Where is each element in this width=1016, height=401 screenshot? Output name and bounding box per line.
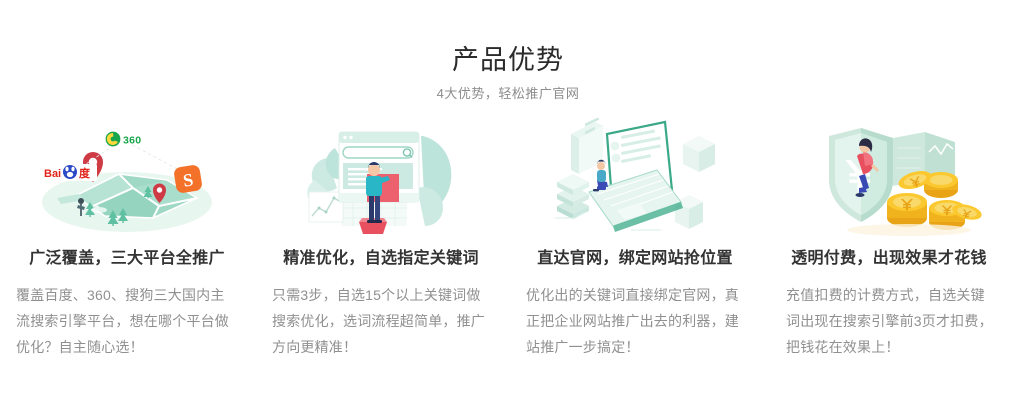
page-title: 产品优势 <box>452 45 564 75</box>
advantage-card-coverage: 360 Bai 度 S <box>0 118 254 360</box>
card-title: 精准优化，自选指定关键词 <box>283 250 479 267</box>
chart-panel <box>893 132 955 186</box>
advantage-card-keywords: 精准优化，自选指定关键词 只需3步，自选15个以上关键词做搜索优化，选词流程超简… <box>254 118 508 360</box>
server-stack <box>557 174 589 219</box>
person-figure <box>359 162 390 234</box>
search-platform-map-illustration: 360 Bai 度 S <box>16 118 238 236</box>
card-description: 优化出的关键词直接绑定官网，真正把企业网站推广出去的利器，建站推广一步搞定！ <box>526 287 739 355</box>
svg-text:度: 度 <box>79 166 91 180</box>
advantage-card-list: 360 Bai 度 S <box>0 118 1016 360</box>
advantage-card-transparent-payment: 透明付费，出现效果才花钱 充值扣费的计费方式，自选关键词出现在搜索引擎前3页才扣… <box>762 118 1016 360</box>
keyword-selection-browser-illustration <box>270 118 492 236</box>
logo-baidu: Bai 度 <box>43 164 97 181</box>
card-title: 透明付费，出现效果才花钱 <box>791 250 987 267</box>
svg-text:Bai: Bai <box>44 168 61 180</box>
person-figure <box>593 159 608 192</box>
logo-sogou: S <box>174 165 202 193</box>
card-title: 广泛覆盖，三大平台全推广 <box>29 250 225 267</box>
card-description: 覆盖百度、360、搜狗三大国内主流搜索引擎平台，想在哪个平台做优化？自主随心选！ <box>16 287 229 355</box>
side-panel-screen <box>571 118 603 174</box>
coin-stacks <box>887 170 982 230</box>
person-figure <box>855 138 879 197</box>
section-header: 产品优势 4大优势，轻松推广官网 <box>0 0 1016 104</box>
advantage-card-direct-site: 直达官网，绑定网站抢位置 优化出的关键词直接绑定官网，真正把企业网站推广出去的利… <box>508 118 762 360</box>
laptop-website-binding-illustration <box>524 118 746 236</box>
card-description: 充值扣费的计费方式，自选关键词出现在搜索引擎前3页才扣费，把钱花在效果上！ <box>786 287 993 355</box>
card-description: 只需3步，自选15个以上关键词做搜索优化，选词流程超简单，推广方向更精准！ <box>272 287 485 355</box>
logo-360: 360 <box>105 131 141 147</box>
shield-coins-payment-illustration <box>778 118 1000 236</box>
card-title: 直达官网，绑定网站抢位置 <box>537 250 733 267</box>
location-pin-secondary <box>153 183 166 203</box>
page-subtitle: 4大优势，轻松推广官网 <box>436 86 580 101</box>
svg-text:360: 360 <box>123 135 141 147</box>
svg-text:S: S <box>182 169 195 190</box>
laptop <box>588 120 683 232</box>
